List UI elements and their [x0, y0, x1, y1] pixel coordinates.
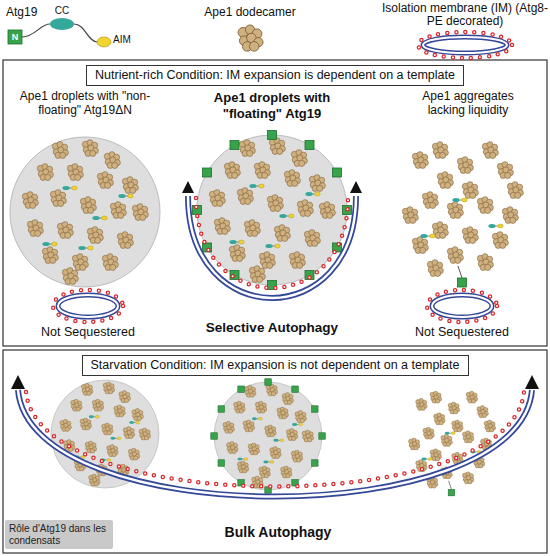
legend-text: Ape1 dodecamer — [185, 6, 315, 20]
outcome-label: Not Sequestered — [23, 325, 153, 339]
legend-text: Isolation membrane (IM) (Atg8-PE decorat… — [380, 2, 550, 28]
header-text: Starvation Condition: IM expansion is no… — [91, 358, 460, 372]
droplet — [211, 379, 325, 493]
outcome-label: Selective Autophagy — [187, 320, 357, 336]
condition-header: Nutrient-rich Condition: IM expansion is… — [86, 65, 464, 86]
column-label: Ape1 droplets with "floating" Atg19 — [197, 90, 347, 122]
aggregate — [402, 142, 523, 287]
column-label: Ape1 droplets with "non-floating" Atg19Δ… — [10, 89, 160, 117]
domain-label: N — [8, 30, 22, 44]
outcome-label: Bulk Autophagy — [193, 524, 363, 540]
bulk-membrane — [11, 375, 539, 497]
legend-text: Atg19 — [6, 6, 46, 20]
panel — [3, 350, 547, 553]
droplet — [10, 137, 160, 287]
outcome-label: Not Sequestered — [397, 325, 527, 339]
small-membrane — [53, 290, 123, 322]
small-membrane — [427, 290, 497, 322]
cup-membrane — [182, 181, 362, 298]
ape1-icon — [238, 25, 263, 51]
atg19-icon — [8, 18, 111, 47]
column-label: Ape1 aggregates lacking liquidity — [403, 89, 533, 117]
watermark: Rôle d'Atg19 dans les condensats — [5, 520, 113, 549]
droplet — [193, 131, 352, 290]
condition-header: Starvation Condition: IM expansion is no… — [82, 355, 469, 376]
domain-label: AIM — [113, 34, 139, 46]
panel — [3, 60, 547, 346]
membrane-icon — [418, 32, 512, 58]
domain-label: CC — [50, 5, 74, 17]
header-text: Nutrient-rich Condition: IM expansion is… — [95, 68, 455, 82]
